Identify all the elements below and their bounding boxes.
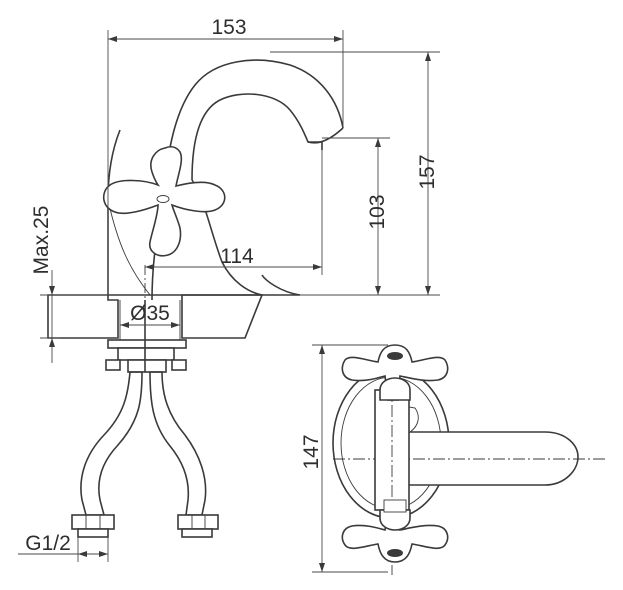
dim-157-label: 157: [416, 154, 439, 189]
dimension-hole-diameter: Ø35: [120, 302, 180, 328]
dim-d35-label: Ø35: [130, 302, 170, 325]
dim-147-label: 147: [300, 434, 323, 469]
dim-g12-label: G1/2: [25, 532, 71, 555]
dimension-total-height: 157: [270, 51, 440, 296]
flexible-hose-right: [149, 371, 219, 538]
dim-114-label: 114: [220, 245, 254, 268]
mounting-shank: [105, 265, 187, 373]
flexible-hose-left: [71, 371, 143, 538]
dimension-handle-span: 147: [300, 344, 388, 573]
dim-153-label: 153: [211, 16, 246, 39]
dimension-spout-reach: 114: [145, 150, 323, 275]
faucet-top-view: [332, 344, 605, 575]
dimension-spout-height: 103: [322, 137, 390, 295]
countertop-section: [47, 294, 264, 340]
cross-handle-side: [102, 146, 226, 257]
dim-103-label: 103: [366, 194, 389, 229]
dim-max25-label: Max.25: [30, 206, 53, 275]
dimension-connection-thread: G1/2: [18, 532, 109, 562]
dimension-max-deck: Max.25: [30, 206, 108, 363]
dimension-total-reach: 153: [107, 16, 344, 295]
